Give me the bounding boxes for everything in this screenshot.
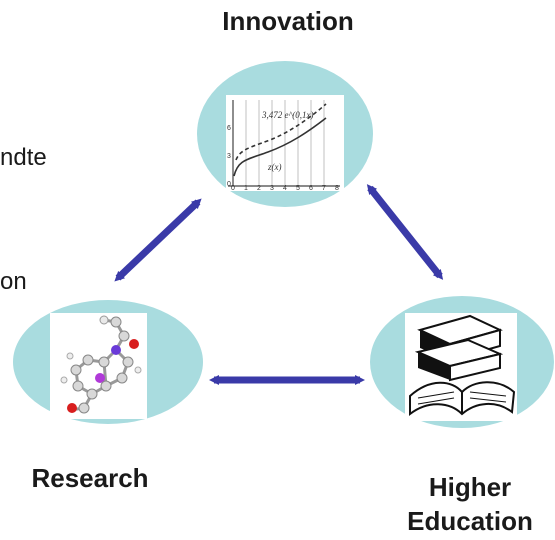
graph-plot-image: 3,472 e^(0,1x) z(x) 0 1 2 3 4 5 6 7 8 0 3 6 xyxy=(226,95,344,192)
clipped-text-2: on xyxy=(0,268,27,295)
plot-x-tick: 2 xyxy=(257,185,261,192)
plot-y-tick: 0 xyxy=(227,181,231,188)
higher-education-label-line1: Higher xyxy=(428,472,512,502)
arrow-innovation-research xyxy=(114,198,202,282)
plot-x-tick: 6 xyxy=(309,185,313,192)
plot-x-tick: 3 xyxy=(270,185,274,192)
research-node xyxy=(13,300,203,424)
plot-curve-label: 3,472 e^(0,1x) xyxy=(261,110,314,120)
plot-x-tick: 7 xyxy=(322,185,326,192)
plot-x-tick: 4 xyxy=(283,185,287,192)
books-image xyxy=(405,313,517,421)
innovation-label: Innovation xyxy=(222,6,354,36)
plot-x-tick: 0 xyxy=(231,185,235,192)
higher-education-node xyxy=(370,296,554,428)
plot-y-tick: 6 xyxy=(227,125,231,132)
plot-y-tick: 3 xyxy=(227,153,231,160)
research-label: Research xyxy=(31,463,149,493)
innovation-node: 3,472 e^(0,1x) z(x) 0 1 2 3 4 5 6 7 8 0 3 6 xyxy=(197,61,373,207)
plot-x-tick: 1 xyxy=(244,185,248,192)
arrow-innovation-higher-education xyxy=(366,184,444,280)
plot-x-tick: 8 xyxy=(335,185,339,192)
plot-x-tick: 5 xyxy=(296,185,300,192)
molecule-model-image xyxy=(50,313,147,419)
higher-education-label-line2: Education xyxy=(407,506,533,536)
plot-series-label: z(x) xyxy=(267,162,282,172)
clipped-text-1: ndte xyxy=(0,144,47,171)
